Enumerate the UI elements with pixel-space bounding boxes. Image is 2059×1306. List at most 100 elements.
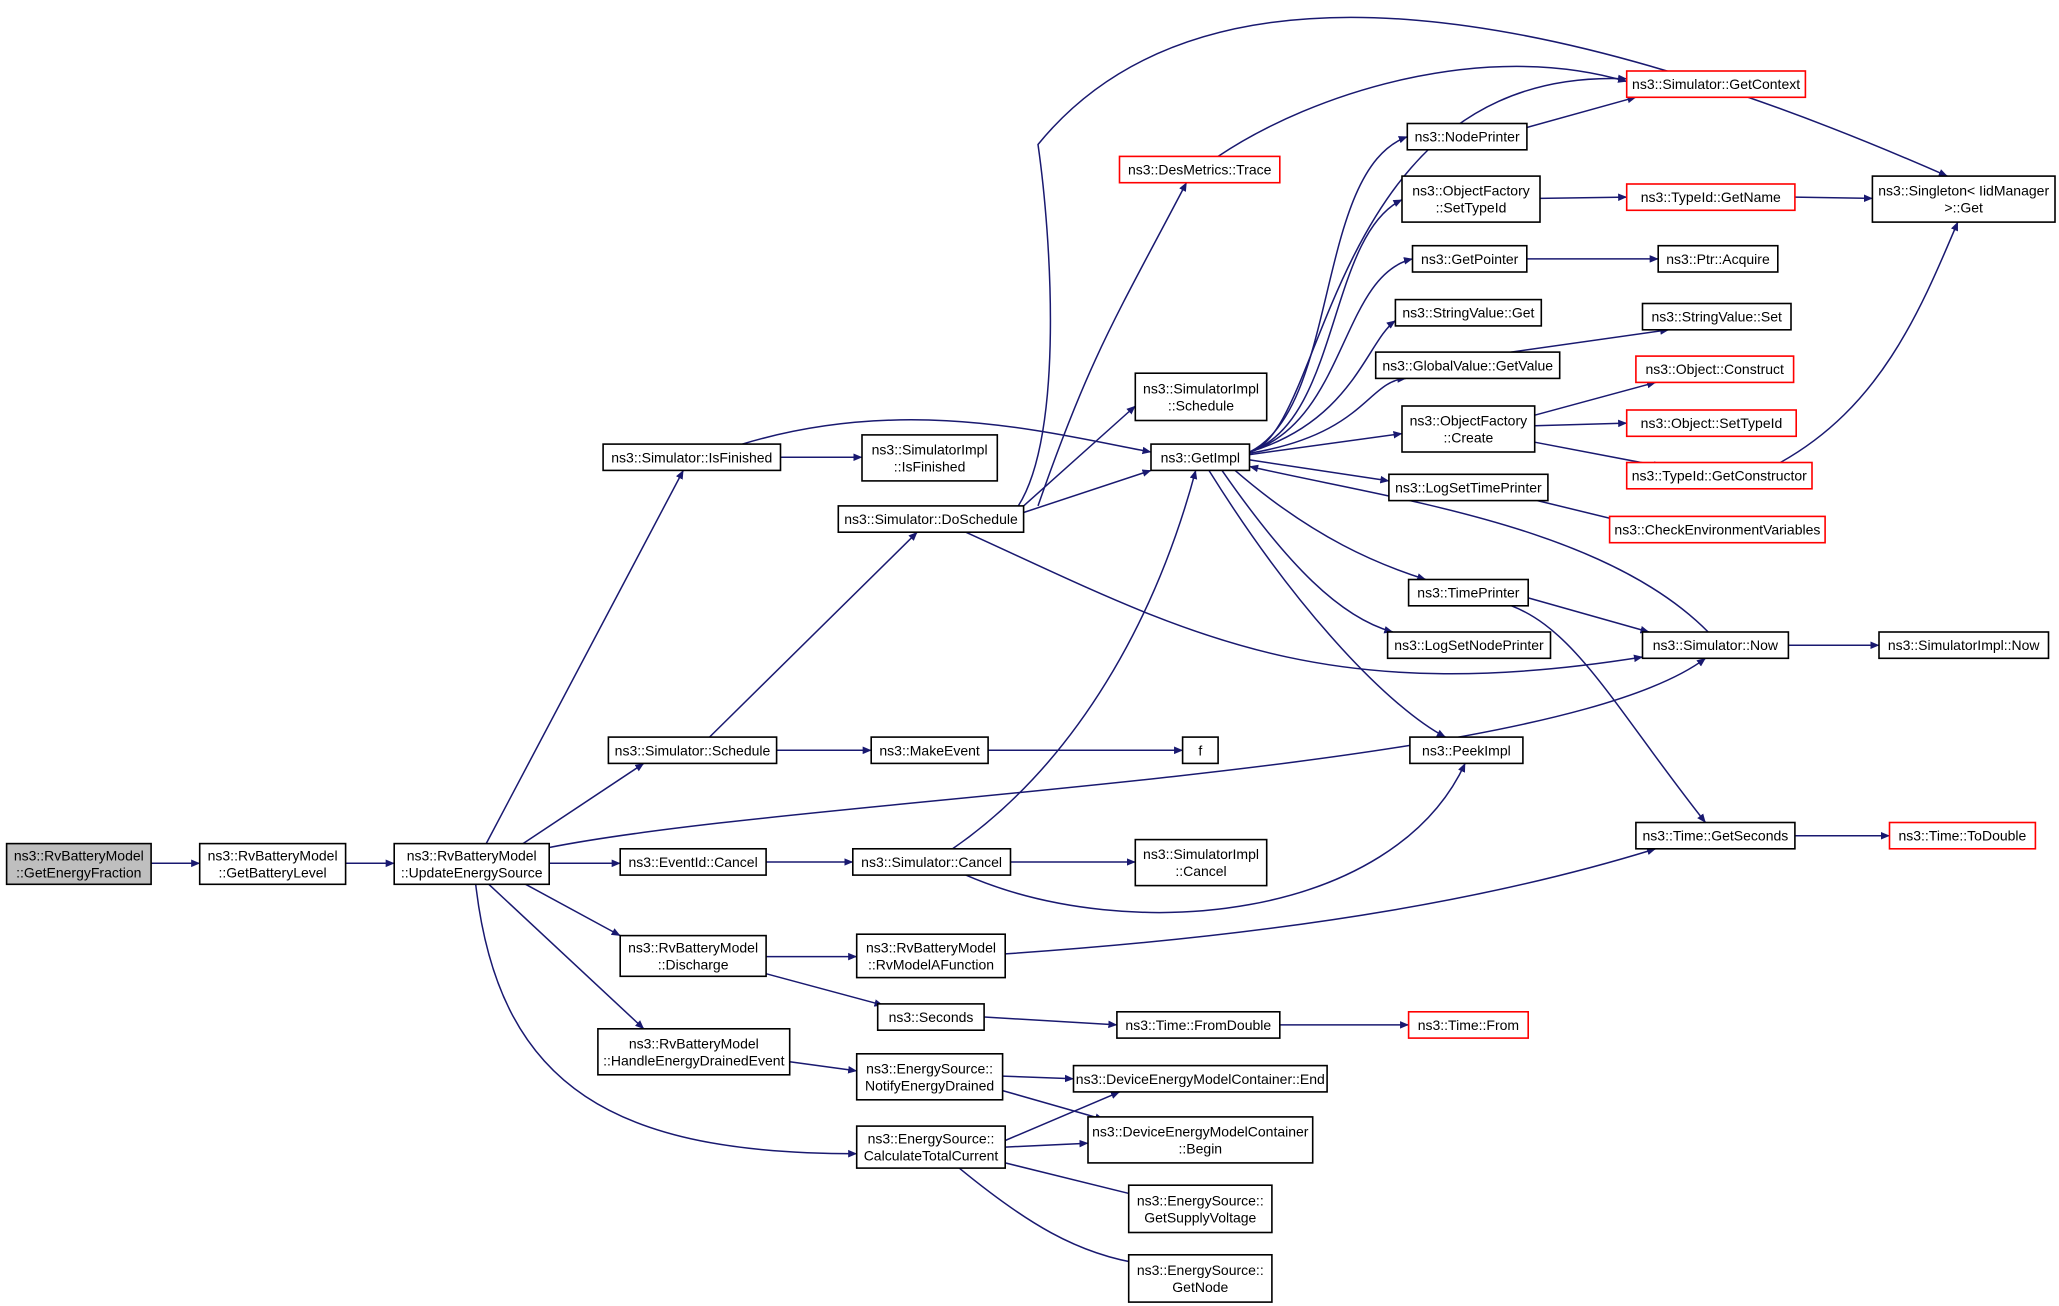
node-object-construct[interactable]: ns3::Object::Construct: [1635, 355, 1795, 384]
node-checkenvvars[interactable]: ns3::CheckEnvironmentVariables: [1608, 515, 1826, 544]
node-sim-now[interactable]: ns3::Simulator::Now: [1641, 631, 1790, 660]
node-logsettimeprinter[interactable]: ns3::LogSetTimePrinter: [1388, 473, 1549, 502]
node-ptr-acquire[interactable]: ns3::Ptr::Acquire: [1657, 244, 1779, 273]
node-label: ns3::EventId::Cancel: [629, 854, 758, 870]
node-seconds[interactable]: ns3::Seconds: [876, 1003, 985, 1032]
node-label: ns3::Object::Construct: [1645, 361, 1784, 377]
node-sim-schedule[interactable]: ns3::Simulator::Schedule: [607, 736, 778, 765]
node-time-todouble[interactable]: ns3::Time::ToDouble: [1888, 821, 2037, 850]
edge-updateenergysource-to-rv_handleenergydrained: [488, 883, 645, 1030]
node-time-getseconds[interactable]: ns3::Time::GetSeconds: [1635, 821, 1796, 850]
node-rv-handleenergydrained[interactable]: ns3::RvBatteryModel::HandleEnergyDrained…: [597, 1028, 791, 1076]
edge-sim_doschedule-to-getimpl: [1023, 469, 1152, 514]
edge-typeid_getconstructor-to-singleton_get: [1780, 221, 1959, 464]
node-eventid-cancel[interactable]: ns3::EventId::Cancel: [619, 847, 767, 876]
edge-nodeprinter-to-sim_getcontext: [1526, 95, 1637, 129]
node-getimpl[interactable]: ns3::GetImpl: [1150, 443, 1251, 472]
node-box: [1625, 70, 1807, 99]
node-sim-getcontext[interactable]: ns3::Simulator::GetContext: [1625, 70, 1807, 99]
node-updateenergysource[interactable]: ns3::RvBatteryModel::UpdateEnergySource: [393, 842, 551, 886]
node-getpointer[interactable]: ns3::GetPointer: [1411, 244, 1528, 273]
node-box: [1150, 443, 1251, 472]
edge-updateenergysource-to-rv_discharge: [525, 883, 621, 937]
node-simimpl-isfinished[interactable]: ns3::SimulatorImpl::IsFinished: [861, 434, 999, 482]
node-time-from[interactable]: ns3::Time::From: [1407, 1010, 1529, 1039]
node-rv-discharge[interactable]: ns3::RvBatteryModel::Discharge: [619, 934, 767, 978]
edge-es_calculatetotalcurrent-to-demc_end: [1004, 1091, 1120, 1142]
node-time-fromdouble[interactable]: ns3::Time::FromDouble: [1116, 1010, 1281, 1039]
node-label: ::Schedule: [1168, 397, 1234, 413]
node-simimpl-schedule[interactable]: ns3::SimulatorImpl::Schedule: [1134, 372, 1268, 422]
node-sim-cancel[interactable]: ns3::Simulator::Cancel: [851, 847, 1012, 876]
node-es-getnode[interactable]: ns3::EnergySource::GetNode: [1127, 1254, 1273, 1303]
node-es-getsupplyvoltage[interactable]: ns3::EnergySource::GetSupplyVoltage: [1127, 1184, 1273, 1234]
node-makeevent[interactable]: ns3::MakeEvent: [870, 736, 989, 765]
node-stringvalue-get[interactable]: ns3::StringValue::Get: [1394, 298, 1543, 327]
node-nodeprinter[interactable]: ns3::NodePrinter: [1406, 122, 1528, 151]
node-label: ns3::SimulatorImpl::Now: [1888, 637, 2041, 653]
node-root[interactable]: ns3::RvBatteryModel::GetEnergyFraction: [5, 842, 152, 886]
node-box: [1134, 372, 1268, 422]
node-es-notifyenergydrained[interactable]: ns3::EnergySource::NotifyEnergyDrained: [855, 1053, 1004, 1101]
node-box: [861, 434, 999, 482]
node-desmetrics-trace[interactable]: ns3::DesMetrics::Trace: [1118, 155, 1281, 184]
node-typeid-getname[interactable]: ns3::TypeId::GetName: [1625, 183, 1796, 212]
edge-updateenergysource-to-sim_now: [549, 657, 1706, 849]
node-peekimpl[interactable]: ns3::PeekImpl: [1409, 736, 1524, 765]
node-label: ns3::RvBatteryModel: [628, 939, 758, 955]
node-box: [1388, 473, 1549, 502]
node-es-calculatetotalcurrent[interactable]: ns3::EnergySource::CalculateTotalCurrent: [855, 1125, 1007, 1169]
node-object-settypeid[interactable]: ns3::Object::SetTypeId: [1625, 409, 1797, 438]
edge-es_notifyenergydrained-to-demc_begin: [1002, 1089, 1105, 1121]
node-demc-end[interactable]: ns3::DeviceEnergyModelContainer::End: [1072, 1064, 1328, 1093]
node-label: ns3::Simulator::IsFinished: [611, 449, 772, 465]
node-of-settypeid[interactable]: ns3::ObjectFactory::SetTypeId: [1401, 175, 1541, 223]
node-box: [837, 505, 1025, 533]
edge-sim_schedule-to-sim_doschedule: [708, 531, 918, 738]
node-singleton-get[interactable]: ns3::Singleton< IidManager>::Get: [1871, 175, 2056, 223]
node-of-create[interactable]: ns3::ObjectFactory::Create: [1401, 405, 1536, 453]
node-label: ns3::DesMetrics::Trace: [1128, 162, 1272, 178]
node-typeid-getconstructor[interactable]: ns3::TypeId::GetConstructor: [1625, 461, 1813, 490]
node-demc-begin[interactable]: ns3::DeviceEnergyModelContainer::Begin: [1087, 1116, 1314, 1164]
node-stringvalue-set[interactable]: ns3::StringValue::Set: [1641, 302, 1792, 331]
node-label: ns3::LogSetTimePrinter: [1395, 480, 1542, 496]
node-label: ::GetBatteryLevel: [219, 864, 327, 880]
node-box: [602, 443, 782, 472]
node-label: ns3::Simulator::Now: [1653, 637, 1779, 653]
node-getbatterylevel[interactable]: ns3::RvBatteryModel::GetBatteryLevel: [198, 842, 347, 886]
node-timeprinter[interactable]: ns3::TimePrinter: [1407, 578, 1529, 607]
edge-sim_cancel-to-peekimpl: [965, 762, 1466, 914]
edge-sim_doschedule-to-simimpl_schedule: [1023, 405, 1136, 507]
node-box: [870, 736, 989, 765]
node-box: [1409, 736, 1524, 765]
node-sim-doschedule[interactable]: ns3::Simulator::DoSchedule: [837, 505, 1025, 533]
node-label: ns3::EnergySource::: [1137, 1262, 1264, 1278]
node-simimpl-cancel[interactable]: ns3::SimulatorImpl::Cancel: [1134, 838, 1268, 887]
edge-timeprinter-to-time_getseconds: [1510, 604, 1707, 823]
node-globalvalue-getvalue[interactable]: ns3::GlobalValue::GetValue: [1374, 351, 1561, 380]
node-f[interactable]: f: [1181, 736, 1219, 765]
node-label: ::Cancel: [1175, 863, 1226, 879]
edge-es_calculatetotalcurrent-to-es_getnode: [958, 1167, 1144, 1267]
node-sim-isfinished[interactable]: ns3::Simulator::IsFinished: [602, 443, 782, 472]
node-box: [393, 842, 551, 886]
node-label: ns3::DeviceEnergyModelContainer: [1092, 1123, 1309, 1139]
edge-sim_doschedule-to-sim_now: [965, 531, 1643, 675]
edge-typeid_getname-to-singleton_get: [1794, 194, 1873, 203]
node-label: ::GetEnergyFraction: [16, 864, 141, 880]
node-label: ::HandleEnergyDrainedEvent: [603, 1052, 784, 1068]
edge-updateenergysource-to-sim_isfinished: [485, 470, 684, 844]
node-box: [855, 933, 1007, 979]
node-label: ::UpdateEnergySource: [401, 864, 543, 880]
node-rv-rvmodelafunction[interactable]: ns3::RvBatteryModel::RvModelAFunction: [855, 933, 1007, 979]
node-logsetnodeprinter[interactable]: ns3::LogSetNodePrinter: [1386, 631, 1552, 660]
node-box: [1116, 1010, 1281, 1039]
node-box: [855, 1125, 1007, 1169]
node-label: ns3::Simulator::GetContext: [1632, 76, 1800, 92]
node-label: ns3::RvBatteryModel: [866, 939, 996, 955]
node-simimpl-now[interactable]: ns3::SimulatorImpl::Now: [1878, 631, 2050, 660]
edge-getimpl-to-logsetnodeprinter: [1221, 469, 1394, 634]
node-box: [1127, 1184, 1273, 1234]
node-label: ns3::TypeId::GetConstructor: [1632, 468, 1807, 484]
